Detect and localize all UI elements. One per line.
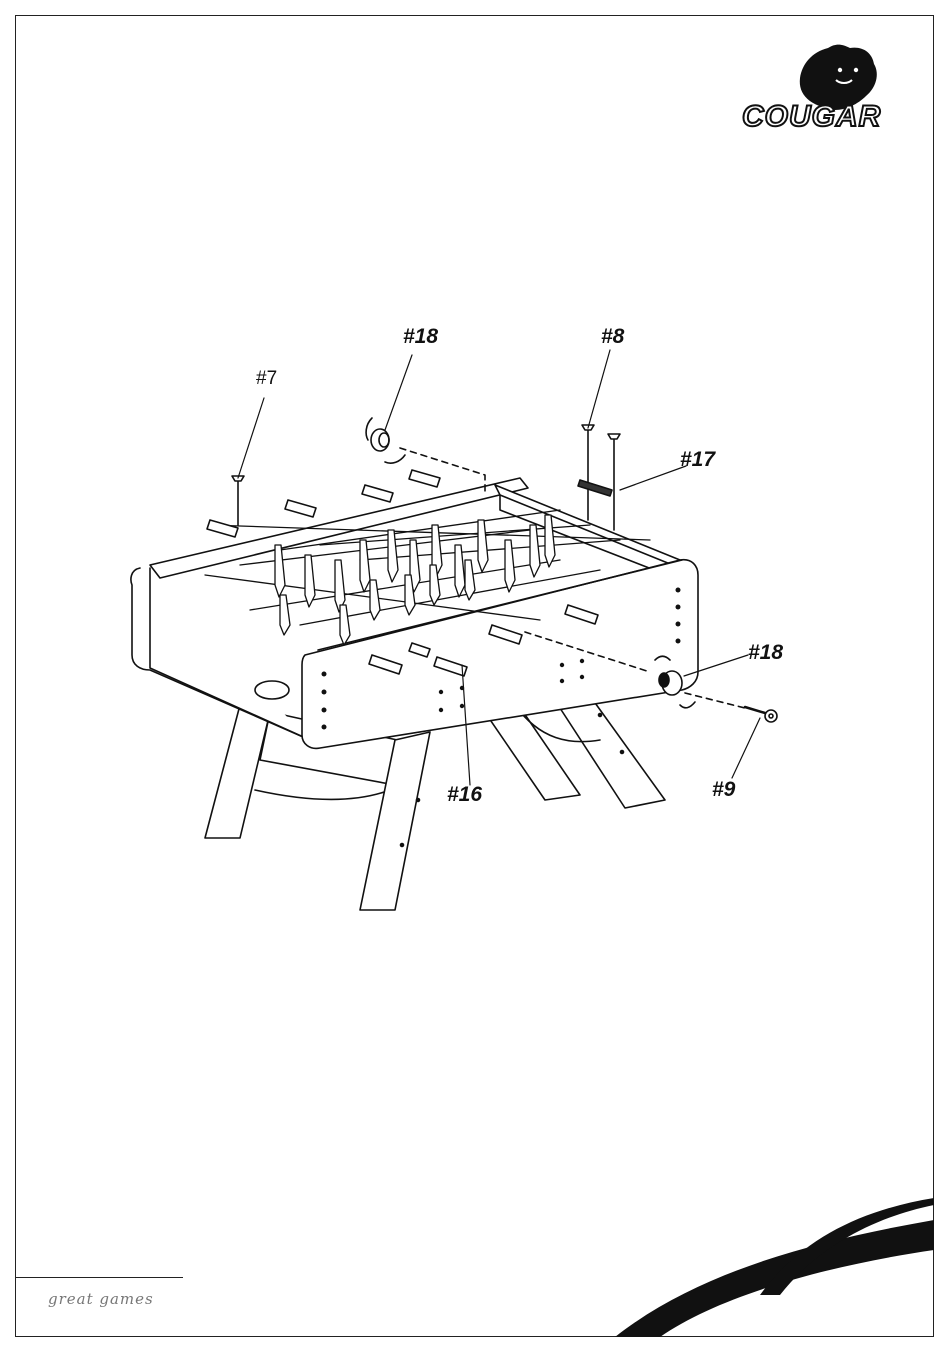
callout-18-top: #18: [403, 325, 438, 349]
footer-rule: [15, 1277, 183, 1278]
callout-17: #17: [680, 448, 715, 472]
bolt-part-9: [732, 707, 777, 778]
footer-swoosh: [615, 1198, 934, 1337]
callout-7: #7: [256, 368, 277, 390]
front-left-legs: [205, 705, 624, 910]
brand-tagline: great games: [48, 1290, 154, 1308]
callout-16: #16: [447, 783, 482, 807]
callout-9: #9: [712, 778, 735, 802]
callout-8: #8: [601, 325, 624, 349]
screws-part-8: [582, 350, 620, 530]
callout-18-right: #18: [748, 641, 783, 665]
bracket-part-17: [578, 466, 686, 496]
screw-part-7: [232, 398, 264, 525]
